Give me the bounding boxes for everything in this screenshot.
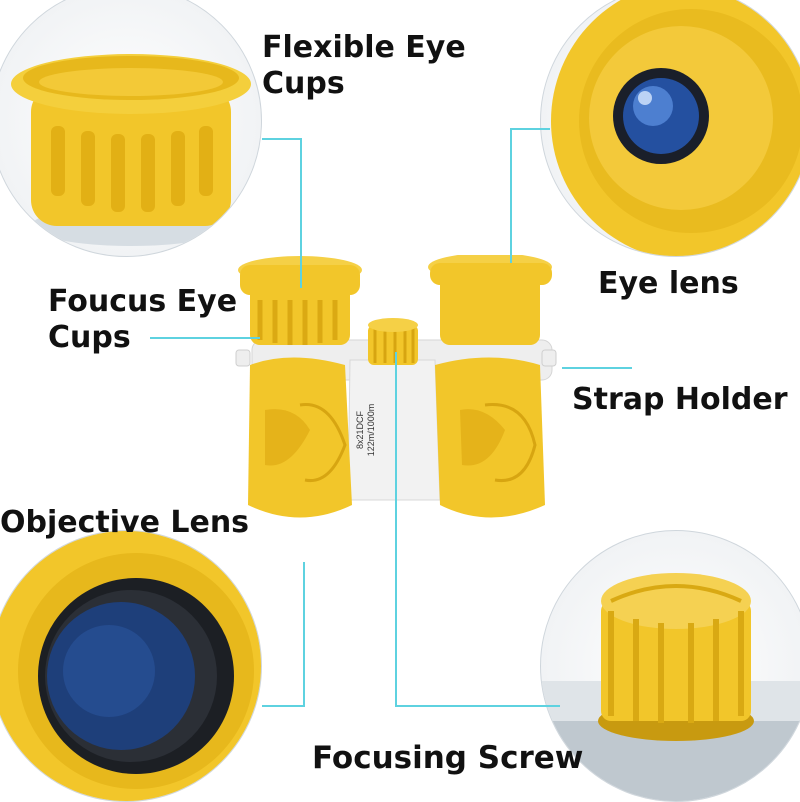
eye-lens-detail-image (540, 0, 800, 257)
label-focusing-screw: Focusing Screw (312, 740, 584, 776)
eye-cup-detail-image (0, 0, 262, 257)
model-marking: 8x21DCF 122m/1000m (355, 395, 425, 465)
model-marking-line2: 122m/1000m (365, 403, 376, 457)
leader-line-flexible-eye-cups (262, 138, 302, 140)
label-foucus-eye-cups: Foucus Eye Cups (48, 284, 238, 355)
label-flexible-eye-cups: Flexible Eye Cups (262, 30, 466, 101)
leader-line-flexible-eye-cups-vertical (300, 138, 302, 288)
leader-line-strap-holder (562, 367, 632, 369)
leader-line-eye-lens-horizontal (510, 128, 550, 130)
leader-line-eye-lens-vertical (510, 128, 512, 263)
label-strap-holder: Strap Holder (572, 382, 788, 417)
leader-line-foucus-eye-cups (150, 337, 260, 339)
label-objective-lens: Objective Lens (0, 505, 250, 540)
model-marking-line1: 8x21DCF (355, 411, 365, 450)
binoculars-main-image: 8x21DCF 122m/1000m (230, 255, 560, 520)
leader-line-focusing-screw-vertical (395, 352, 397, 707)
leader-line-objective-lens-vertical (303, 562, 305, 707)
label-eye-lens: Eye lens (598, 266, 739, 301)
leader-line-objective-lens-horizontal (262, 705, 304, 707)
objective-lens-detail-image (0, 530, 262, 802)
leader-line-focusing-screw-horizontal (395, 705, 560, 707)
